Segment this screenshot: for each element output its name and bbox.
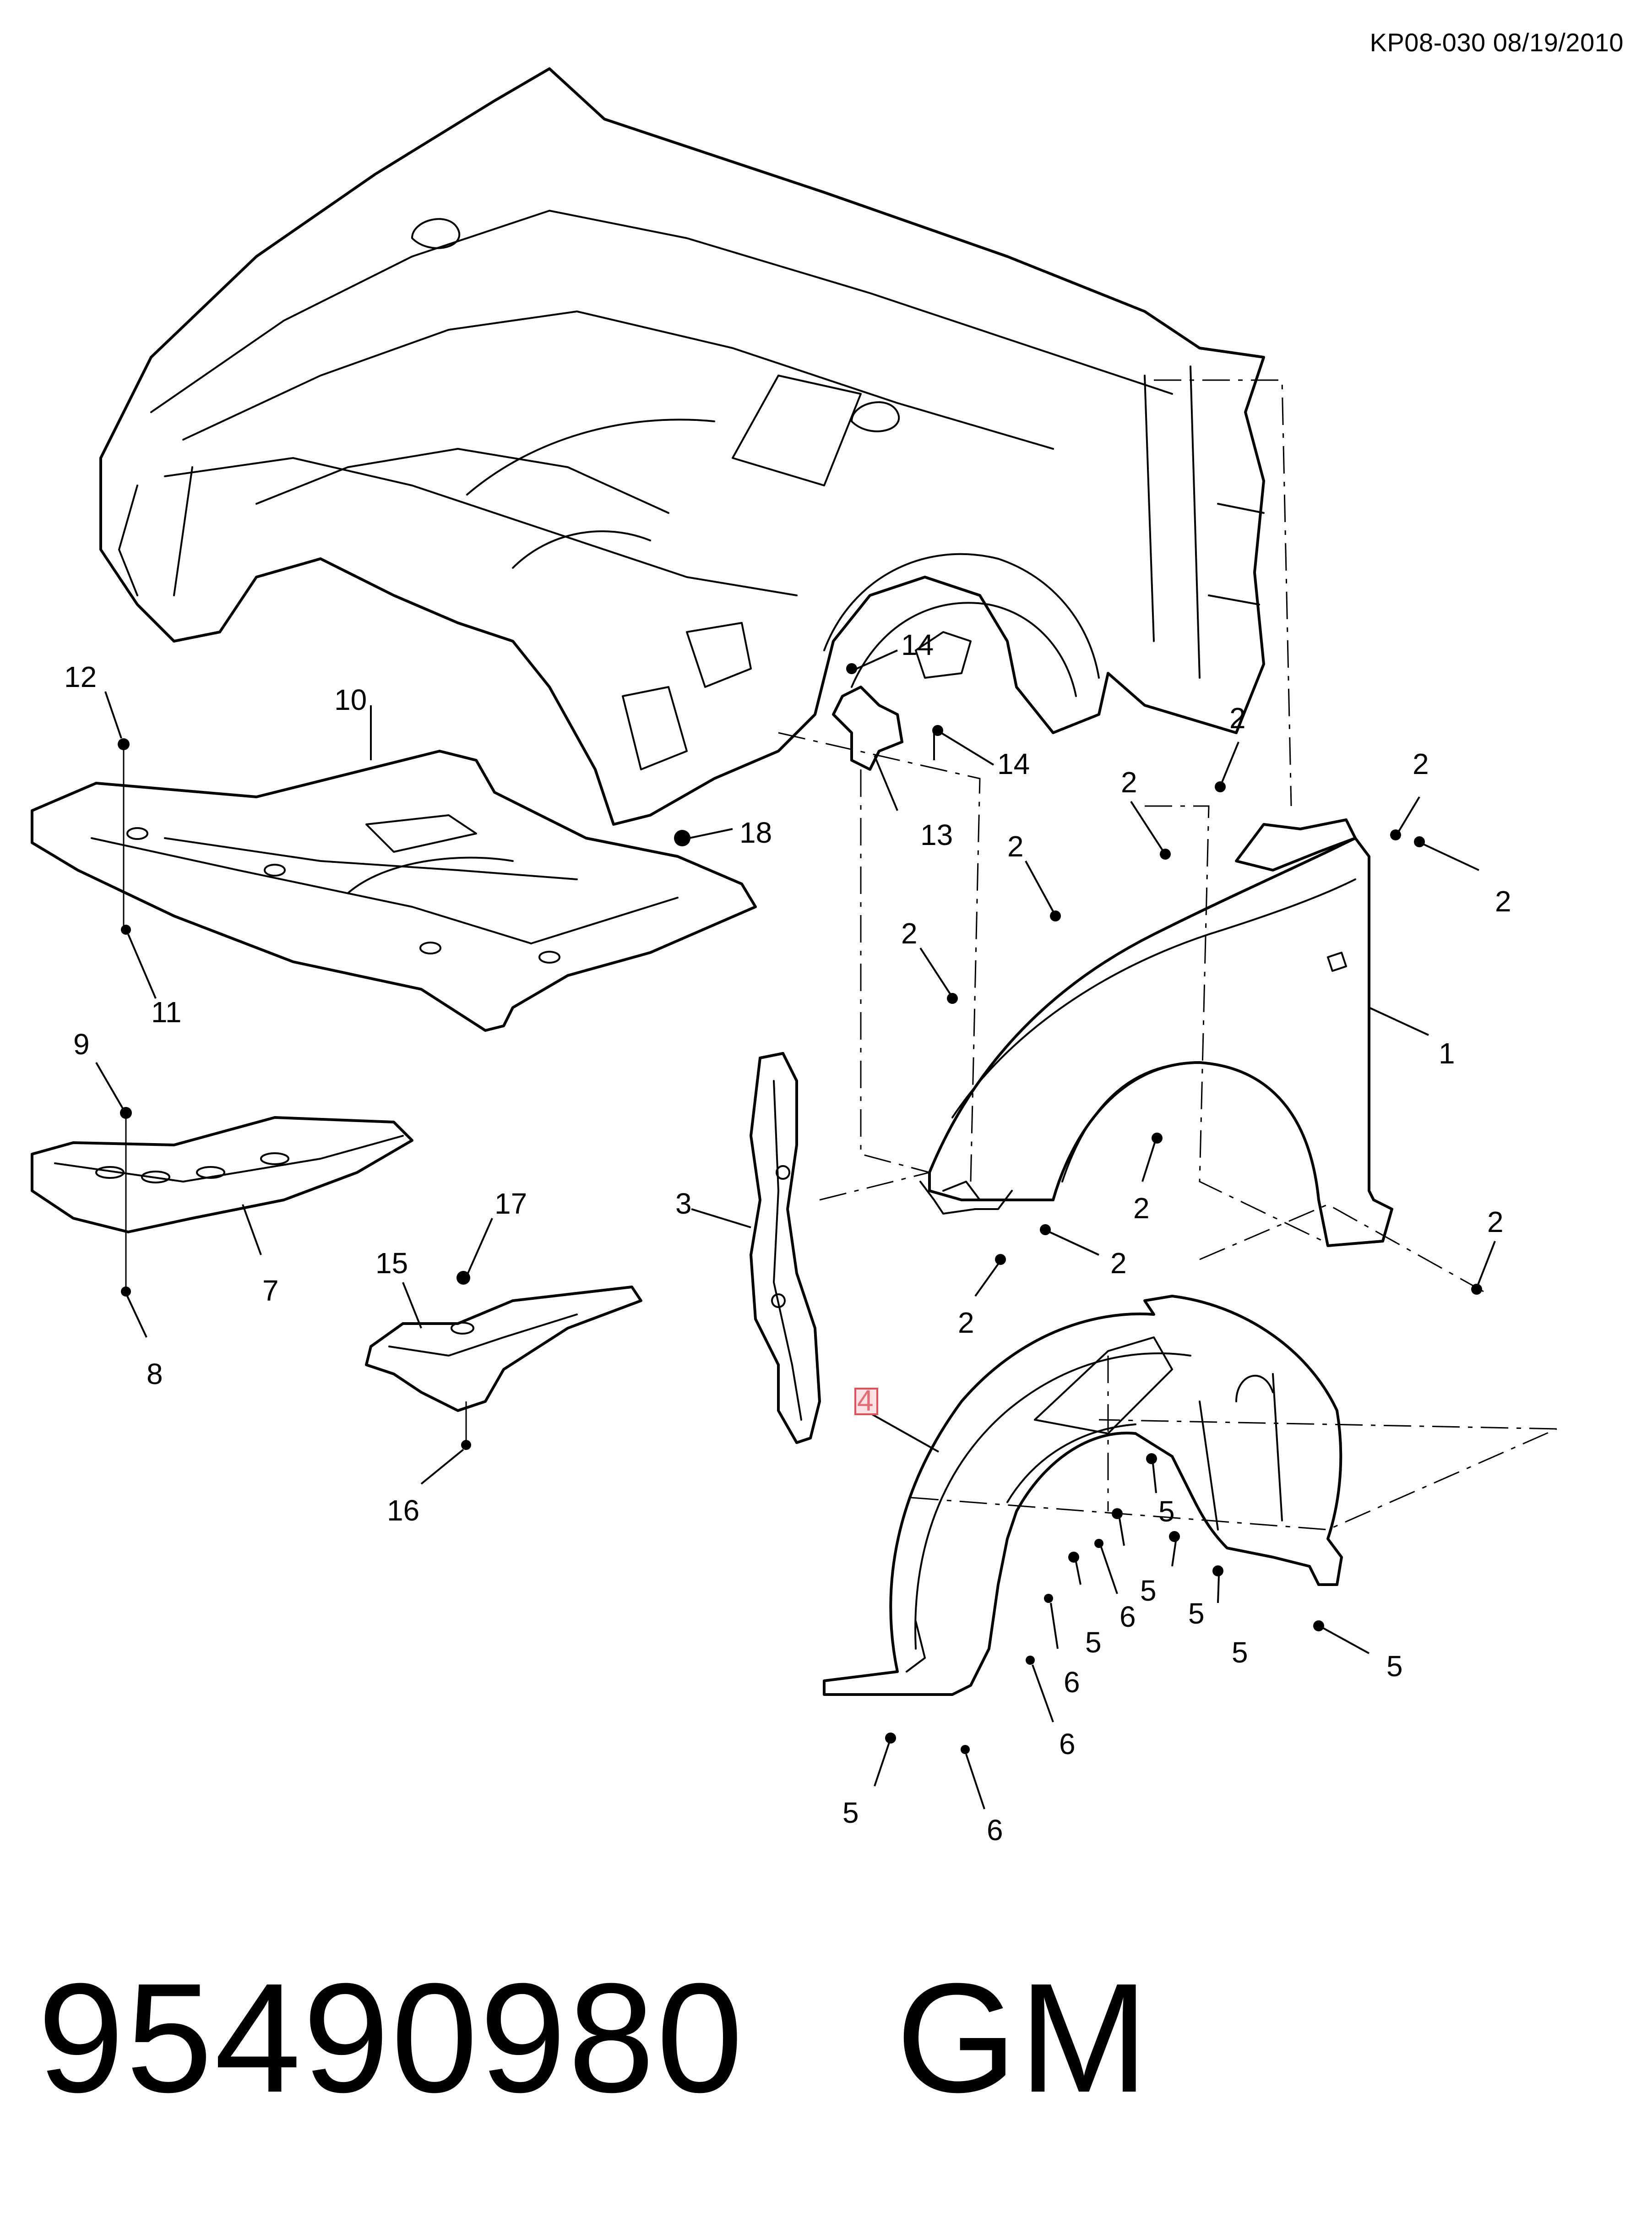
callout-14: 14 — [997, 747, 1030, 780]
part-18-clip — [674, 830, 690, 846]
callout-5: 5 — [1386, 1650, 1403, 1683]
front-body-structure — [99, 67, 1265, 826]
callout-13: 13 — [920, 818, 953, 851]
callout-5: 5 — [1085, 1626, 1102, 1659]
callout-11: 11 — [151, 996, 181, 1029]
callout-2: 2 — [1495, 885, 1511, 918]
callout-2: 2 — [1133, 1192, 1150, 1225]
callout-4: 4 — [857, 1384, 874, 1417]
callout-2: 2 — [1229, 702, 1246, 735]
callout-5: 5 — [842, 1796, 859, 1829]
part-16-bolt — [461, 1401, 471, 1450]
part-number: 95490980 — [38, 1951, 745, 2125]
callout-1: 1 — [1439, 1037, 1455, 1070]
part-13-bracket — [832, 686, 903, 771]
callout-18: 18 — [739, 816, 772, 849]
callout-5: 5 — [1188, 1597, 1205, 1630]
part-8-fastener — [121, 1286, 131, 1297]
callout-17: 17 — [495, 1187, 527, 1220]
part-4-wheelhouse-liner — [823, 1295, 1343, 1696]
callout-5: 5 — [1232, 1636, 1248, 1669]
callout-2: 2 — [901, 917, 918, 950]
callout-14: 14 — [901, 628, 934, 661]
liner-clips — [885, 1453, 1324, 1754]
part-15-bracket — [365, 1286, 642, 1412]
callout-6: 6 — [1119, 1600, 1136, 1633]
callout-2: 2 — [1121, 766, 1137, 799]
callout-2: 2 — [958, 1306, 974, 1339]
callout-3: 3 — [675, 1187, 692, 1220]
callout-9: 9 — [73, 1028, 90, 1061]
callout-2: 2 — [1007, 830, 1024, 863]
callout-2: 2 — [1487, 1205, 1504, 1238]
part-17-clip — [456, 1271, 470, 1285]
callout-12: 12 — [64, 660, 97, 693]
brand-name: GM — [896, 1951, 1151, 2125]
part-7-splash-shield — [31, 1116, 413, 1233]
callout-4-highlight — [854, 1388, 878, 1415]
assembly-lines — [778, 379, 1557, 1531]
callout-15: 15 — [375, 1247, 408, 1280]
part-10-engine-undercover — [31, 750, 757, 1032]
document-reference: KP08-030 08/19/2010 — [1369, 28, 1624, 57]
callout-7: 7 — [262, 1274, 279, 1307]
part-11-fastener — [121, 925, 131, 935]
fender-screws — [947, 781, 1482, 1295]
callout-10: 10 — [334, 683, 367, 716]
part-12-fastener — [118, 738, 130, 930]
part-3-fender-support — [750, 1052, 821, 1444]
callout-16: 16 — [387, 1494, 419, 1527]
callout-6: 6 — [1064, 1666, 1080, 1699]
callout-8: 8 — [147, 1357, 163, 1390]
callout-5: 5 — [1140, 1574, 1157, 1607]
leader-lines — [95, 649, 1496, 1809]
callout-2: 2 — [1110, 1247, 1127, 1280]
callout-2: 2 — [1413, 747, 1429, 780]
part-1-fender — [919, 818, 1393, 1247]
callout-labels: 1 2 2 2 2 2 2 2 2 2 2 3 4 5 5 5 5 5 5 5 … — [64, 628, 1511, 1847]
callout-6: 6 — [987, 1814, 1003, 1847]
part-9-fastener — [120, 1107, 132, 1292]
callout-5: 5 — [1158, 1495, 1175, 1528]
callout-6: 6 — [1059, 1728, 1076, 1760]
